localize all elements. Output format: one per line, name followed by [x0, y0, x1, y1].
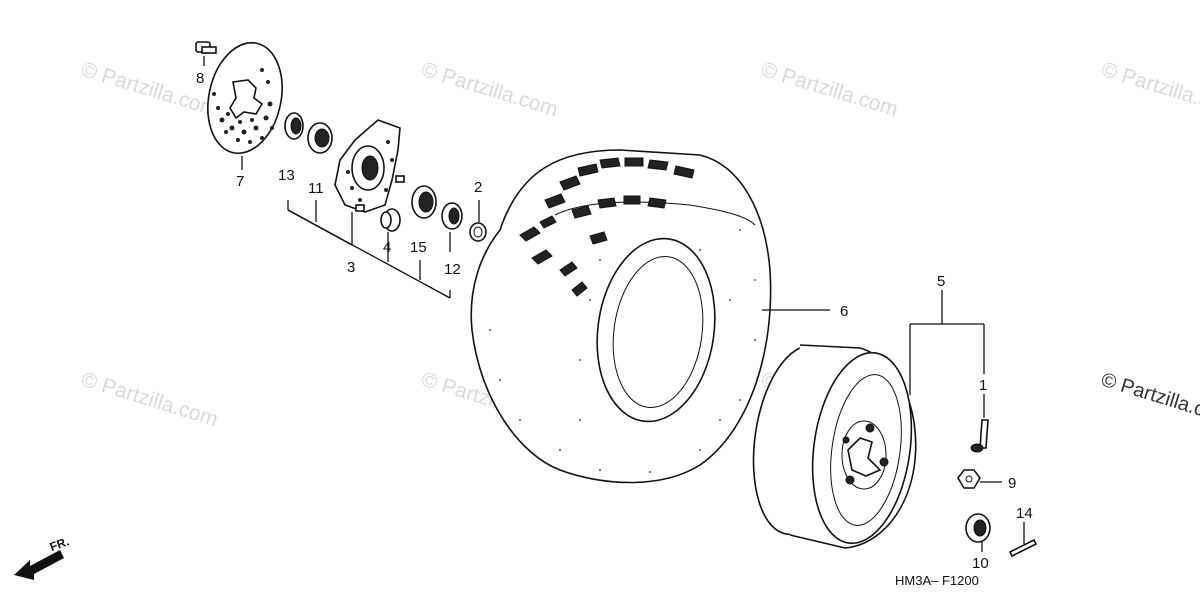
wheel-rim-part-5 — [752, 344, 917, 549]
callout-6: 6 — [840, 303, 848, 320]
callout-2: 2 — [474, 179, 482, 196]
seal-part-13 — [284, 112, 304, 140]
nut-part-9 — [957, 469, 981, 489]
callout-7: 7 — [236, 173, 244, 190]
watermark: © Partzilla.com — [1099, 58, 1200, 121]
callout-8: 8 — [196, 70, 204, 87]
bearing-part-15 — [411, 185, 437, 219]
seal-part-12 — [441, 202, 463, 230]
watermark: © Partzilla.com — [759, 58, 901, 121]
leader-lines — [203, 56, 1025, 552]
watermark: © Partzilla.com — [79, 58, 221, 121]
front-label: FR. — [48, 534, 71, 554]
castle-nut-part-10 — [965, 513, 991, 543]
callout-13: 13 — [278, 167, 295, 184]
diagram-code: HM3A– F1200 — [895, 573, 979, 588]
bolt-part-8 — [195, 41, 217, 54]
watermark-edge: © Partzilla.com — [1099, 369, 1200, 429]
callout-10: 10 — [972, 555, 989, 572]
watermark: © Partzilla.com — [419, 58, 561, 121]
bearing-part-11 — [307, 122, 333, 154]
callout-3: 3 — [347, 259, 355, 276]
brake-disc-part-7 — [207, 41, 283, 155]
callout-1: 1 — [979, 377, 987, 394]
front-direction-indicator: FR. — [14, 534, 71, 580]
tire-part-6 — [470, 149, 772, 484]
callout-11: 11 — [308, 180, 324, 197]
collar-part-4 — [380, 208, 401, 232]
callout-5: 5 — [937, 273, 945, 290]
callout-12: 12 — [444, 261, 461, 278]
callout-labels: 8 7 13 11 2 4 15 12 3 6 5 1 9 14 10 — [196, 70, 1033, 572]
callout-14: 14 — [1016, 505, 1033, 522]
hub-part-3 — [334, 119, 405, 213]
valve-stem-part-1 — [970, 419, 989, 453]
callout-9: 9 — [1008, 475, 1016, 492]
callout-4: 4 — [383, 239, 391, 256]
callout-15: 15 — [410, 239, 427, 256]
cotter-pin-part-14 — [1008, 538, 1038, 558]
watermark: © Partzilla.com — [79, 368, 221, 431]
arrow-icon — [14, 550, 64, 580]
collar-part-2 — [469, 222, 487, 242]
